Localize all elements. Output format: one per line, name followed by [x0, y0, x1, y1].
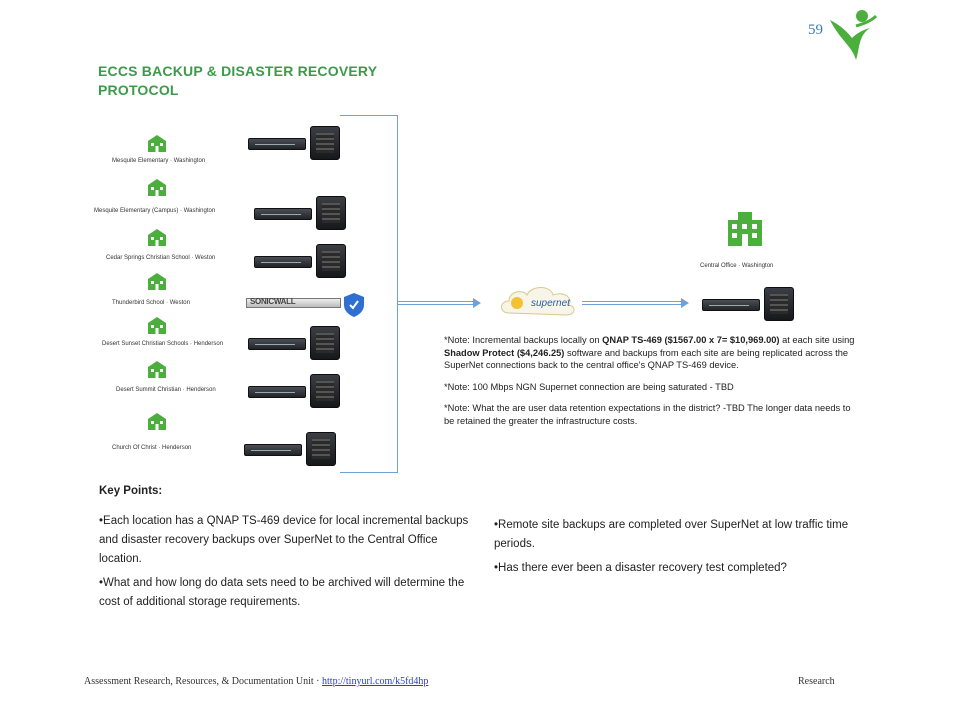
- footer: Assessment Research, Resources, & Docume…: [84, 676, 428, 687]
- school-building-icon: [148, 361, 166, 378]
- school-building-icon: [148, 273, 166, 290]
- arrow-right-icon: [681, 298, 689, 308]
- key-points-title: Key Points:: [99, 485, 163, 497]
- central-qnap-device: [702, 287, 802, 323]
- central-office-label: Central Office · Washington: [700, 263, 774, 269]
- site-label: Thunderbird School · Weston: [112, 300, 190, 306]
- firewall-device: SONICWALL: [246, 297, 341, 308]
- site-label: Cedar Springs Christian School · Weston: [106, 255, 216, 261]
- school-building-icon: [148, 135, 166, 152]
- site-group-bracket: [340, 115, 398, 473]
- note-text: *Note: Incremental backups locally on: [444, 335, 603, 345]
- page-title: ECCS BACKUP & DISASTER RECOVERY PROTOCOL: [98, 63, 377, 98]
- note-bold: Shadow Protect ($4,246.25): [444, 347, 565, 358]
- note-1: *Note: Incremental backups locally on QN…: [444, 334, 860, 372]
- footer-text: Assessment Research, Resources, & Docume…: [84, 676, 323, 687]
- person-logo-icon: [830, 10, 878, 60]
- key-point: •Has there ever been a disaster recovery…: [494, 562, 787, 574]
- link-line: [398, 301, 474, 305]
- cloud-label: supernet: [531, 298, 571, 309]
- qnap-device: [244, 432, 344, 468]
- supernet-cloud-icon: supernet: [501, 287, 575, 316]
- page-number: 59: [808, 22, 823, 38]
- note-2: *Note: 100 Mbps NGN Supernet connection …: [444, 381, 734, 392]
- qnap-device: [248, 374, 348, 410]
- site-label: Desert Sunset Christian Schools · Hender…: [102, 341, 224, 347]
- qnap-device: [254, 196, 354, 232]
- key-point: •What and how long do data sets need to …: [99, 577, 465, 608]
- site-label: Desert Summit Christian · Henderson: [116, 387, 216, 393]
- link-line: [582, 301, 682, 305]
- key-points-left: •Each location has a QNAP TS-469 device …: [99, 512, 469, 617]
- qnap-device: [248, 326, 348, 362]
- site-label: Church Of Christ · Henderson: [112, 445, 192, 451]
- site-label: Mesquite Elementary (Campus) · Washingto…: [94, 208, 216, 214]
- footer-link[interactable]: http://tinyurl.com/k5fd4hp: [322, 676, 429, 687]
- shield-icon: [344, 293, 364, 317]
- school-building-icon: [148, 413, 166, 430]
- school-building-icon: [148, 317, 166, 334]
- footer-right-label: Research: [798, 676, 835, 687]
- school-building-icon: [148, 179, 166, 196]
- arrow-right-icon: [473, 298, 481, 308]
- note-text: software and backups from each site are …: [444, 347, 849, 371]
- key-points-right: •Remote site backups are completed over …: [494, 516, 864, 583]
- note-text: at each site using: [779, 335, 855, 345]
- site-label: Mesquite Elementary · Washington: [112, 158, 206, 164]
- note-bold: QNAP TS-469 ($1567.00 x 7= $10,969.00): [602, 335, 780, 345]
- key-point: •Remote site backups are completed over …: [494, 519, 849, 550]
- qnap-device: [248, 126, 348, 162]
- school-building-icon: [148, 229, 166, 246]
- qnap-device: [254, 244, 354, 280]
- central-office-building-icon: [728, 212, 762, 246]
- firewall-bar: [246, 297, 341, 308]
- key-point: •Each location has a QNAP TS-469 device …: [99, 515, 469, 565]
- notes-block: *Note: Incremental backups locally on QN…: [444, 334, 860, 436]
- note-3: *Note: What the are user data retention …: [444, 403, 851, 426]
- firewall-label: SONICWALL: [250, 297, 296, 306]
